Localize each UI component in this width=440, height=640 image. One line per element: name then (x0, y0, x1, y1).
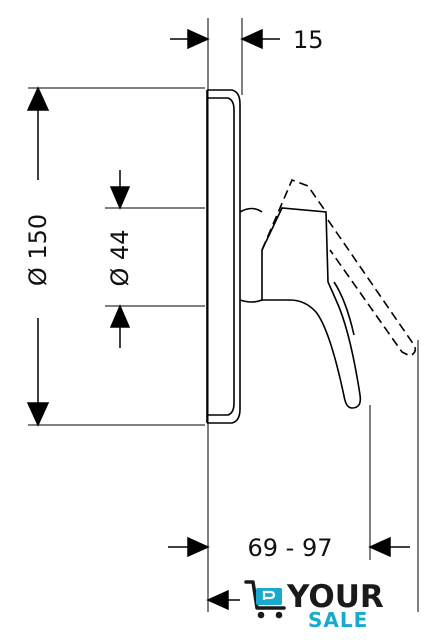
extension-lines (28, 18, 419, 612)
dimension-diameter-44: Ø 44 (106, 229, 134, 286)
brand-name-line2: SALE (308, 608, 368, 632)
shopping-cart-icon (244, 580, 286, 619)
dimension-arrows (26, 28, 410, 611)
dimension-15: 15 (293, 26, 324, 54)
brand-name-line1: YOUR (286, 579, 384, 615)
dimension-diameter-150: Ø 150 (24, 214, 52, 286)
dimension-69-97: 69 - 97 (248, 534, 333, 562)
brand-logo: YOUR SALE (244, 579, 384, 632)
lever-handle (239, 207, 362, 409)
cover-plate (206, 89, 241, 424)
lever-handle-alt-position (261, 178, 417, 357)
